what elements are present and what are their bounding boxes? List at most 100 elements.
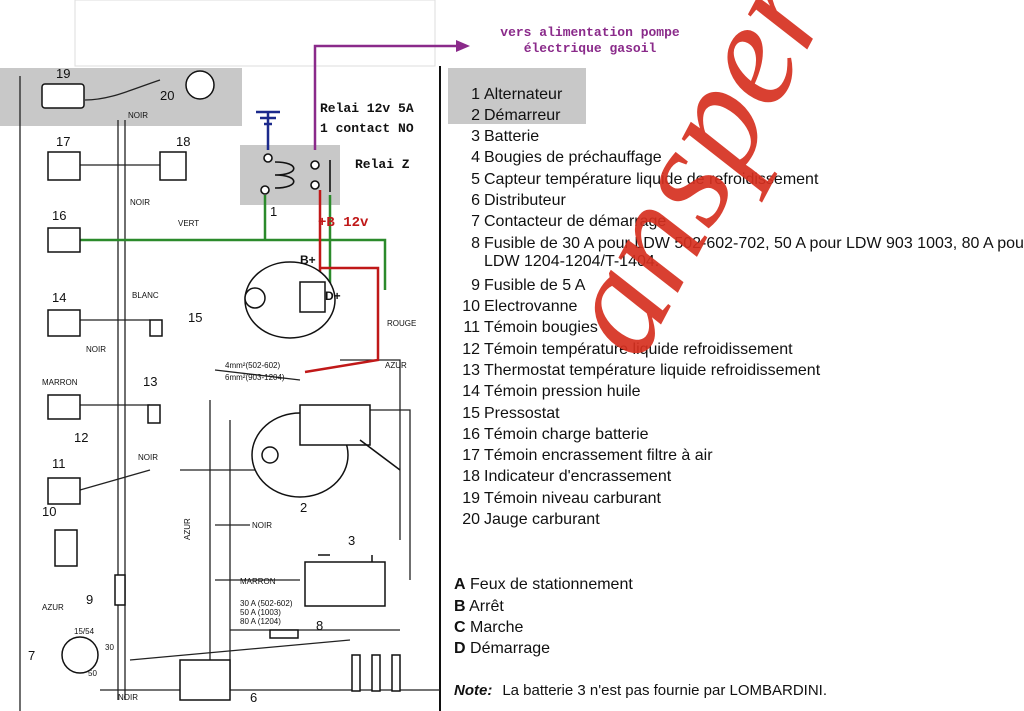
shaded-area-legend	[448, 68, 586, 124]
wire-label-marron-1: MARRON	[42, 378, 78, 387]
key-position-c: C Marche	[454, 619, 523, 637]
wire-label-marron-2: MARRON	[240, 577, 276, 586]
legend-text: Témoin niveau carburant	[484, 490, 661, 507]
component-number-14: 14	[52, 290, 66, 305]
pump-note-line2: électrique gasoil	[524, 41, 657, 56]
component-number-9: 9	[86, 592, 93, 607]
wire-label-noir-4: NOIR	[138, 453, 158, 462]
section-502: 4mm²(502-602)	[225, 361, 280, 370]
legend-text: Thermostat température liquide refroidis…	[484, 362, 821, 379]
relay-name: Relai Z	[355, 157, 410, 172]
wire-label-azur-1: AZUR	[42, 603, 64, 612]
legend-number: 3	[471, 128, 480, 145]
terminal-b-plus: B+	[300, 253, 316, 267]
legend-text: Fusible de 30 A pour LDW 502-602-702, 50…	[484, 235, 1024, 270]
harness-wires	[19, 76, 440, 711]
fuse-30: 30 A (502-602)	[240, 599, 293, 608]
legend-number: 4	[471, 149, 480, 166]
component-number-18: 18	[176, 134, 190, 149]
component-number-17: 17	[56, 134, 70, 149]
connectors	[41, 70, 299, 701]
green-wire	[80, 195, 387, 290]
legend-number: 6	[471, 192, 480, 209]
purple-wire	[313, 44, 458, 150]
wire-label-noir-6: NOIR	[118, 693, 138, 702]
top-white-panel	[74, 0, 436, 67]
legend-number: 18	[462, 468, 480, 485]
component-number-8: 8	[316, 618, 323, 633]
battery-note: Note:La batterie 3 n'est pas fournie par…	[454, 682, 827, 699]
legend-number: 15	[462, 405, 480, 422]
legend-text: Témoin encrassement filtre à air	[484, 447, 713, 464]
legend-text: Distributeur	[484, 192, 566, 209]
legend-number: 11	[463, 319, 480, 336]
key-position-b: B Arrêt	[454, 598, 504, 616]
note-text: La batterie 3 n'est pas fournie par LOMB…	[502, 682, 828, 699]
wire-label-noir-3: NOIR	[86, 345, 106, 354]
component-number-16: 16	[52, 208, 66, 223]
wire-label-blanc: BLANC	[132, 291, 159, 300]
terminal-30: 30	[105, 643, 114, 652]
legend-number: 13	[462, 362, 480, 379]
component-number-19: 19	[56, 66, 70, 81]
wire-label-vert: VERT	[178, 219, 199, 228]
legend-text: Alternateur	[484, 86, 563, 103]
wire-label-rouge: ROUGE	[387, 319, 416, 328]
key-position-a: A Feux de stationnement	[454, 576, 633, 594]
legend-number: 5	[471, 171, 480, 188]
legend-text: Témoin pression huile	[484, 383, 641, 400]
wire-label-noir-1: NOIR	[128, 111, 148, 120]
key-text: Démarrage	[470, 640, 551, 657]
legend-text: Batterie	[484, 128, 540, 145]
relay-ground-symbol	[256, 110, 280, 150]
relay-internals	[260, 153, 331, 195]
relay-spec-line1: Relai 12v 5A	[320, 101, 414, 116]
legend-number: 20	[462, 511, 480, 528]
key-letter: C	[454, 619, 466, 636]
component-number-10: 10	[42, 504, 56, 519]
terminal-50: 50	[88, 669, 97, 678]
key-position-d: D Démarrage	[454, 640, 550, 658]
battery-drawing	[304, 554, 386, 607]
legend-text: Indicateur d'encrassement	[484, 468, 672, 485]
relay-spec-line2: 1 contact NO	[320, 121, 414, 136]
alternator-drawing	[244, 261, 336, 339]
legend-text: Contacteur de démarrage	[484, 213, 667, 230]
key-letter: D	[454, 640, 466, 657]
legend-number: 10	[462, 298, 480, 315]
legend-text: Témoin charge batterie	[484, 426, 649, 443]
key-text: Marche	[470, 619, 524, 636]
component-number-20: 20	[160, 88, 174, 103]
component-number-3: 3	[348, 533, 355, 548]
pump-note-line1: vers alimentation pompe	[500, 25, 680, 40]
legend-number: 19	[462, 490, 480, 507]
component-number-12: 12	[74, 430, 88, 445]
starter-drawing	[251, 404, 401, 498]
legend-text: Témoin bougies	[484, 319, 598, 336]
terminal-15-54: 15/54	[74, 627, 95, 636]
component-number-2: 2	[300, 500, 307, 515]
legend-text: Fusible de 5 A	[484, 277, 586, 294]
legend-number: 7	[471, 213, 480, 230]
legend-text: Bougies de préchauffage	[484, 149, 662, 166]
legend-number: 12	[462, 341, 480, 358]
component-number-15: 15	[188, 310, 202, 325]
relay-box	[240, 145, 340, 205]
glow-plugs	[351, 654, 401, 692]
